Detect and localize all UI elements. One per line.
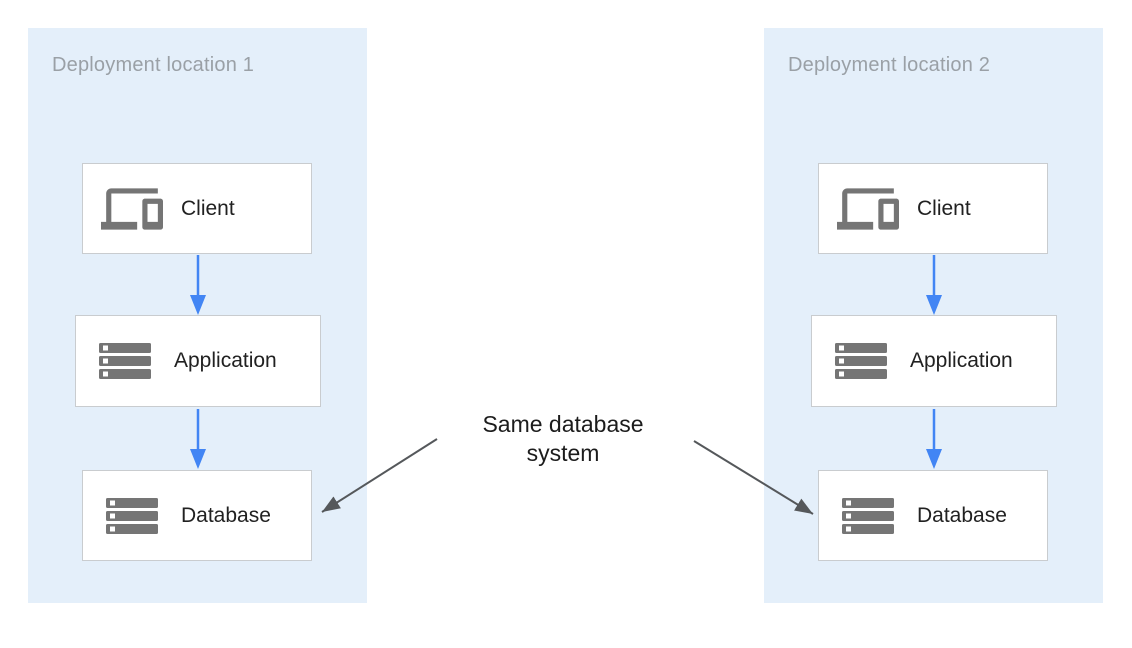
panel-title: Deployment location 2 xyxy=(788,54,991,76)
node-label: Database xyxy=(917,503,1007,527)
server-stack-icon xyxy=(101,497,163,534)
node-application: Application xyxy=(811,315,1057,407)
server-stack-icon xyxy=(830,343,892,379)
node-label: Application xyxy=(910,349,1013,372)
node-database: Database xyxy=(818,470,1048,561)
node-client: Client xyxy=(818,163,1048,254)
node-label: Client xyxy=(181,196,235,220)
panel-deployment-location-1: Deployment location 1 Client xyxy=(28,28,367,603)
node-application: Application xyxy=(75,315,321,407)
node-label: Database xyxy=(181,503,271,527)
flow-arrow-application-to-database xyxy=(190,409,206,469)
server-stack-icon xyxy=(94,343,156,379)
node-database: Database xyxy=(82,470,312,561)
node-label: Client xyxy=(917,196,971,220)
flow-arrow-application-to-database xyxy=(926,409,942,469)
server-stack-icon xyxy=(837,497,899,534)
flow-arrow-client-to-application xyxy=(190,255,206,315)
devices-icon xyxy=(837,178,899,240)
flow-arrow-client-to-application xyxy=(926,255,942,315)
panel-title: Deployment location 1 xyxy=(52,54,255,76)
node-client: Client xyxy=(82,163,312,254)
node-label: Application xyxy=(174,349,277,372)
panel-deployment-location-2: Deployment location 2 Client xyxy=(764,28,1103,603)
annotation-same-database-system: Same database system xyxy=(482,411,644,466)
devices-icon xyxy=(101,178,163,240)
